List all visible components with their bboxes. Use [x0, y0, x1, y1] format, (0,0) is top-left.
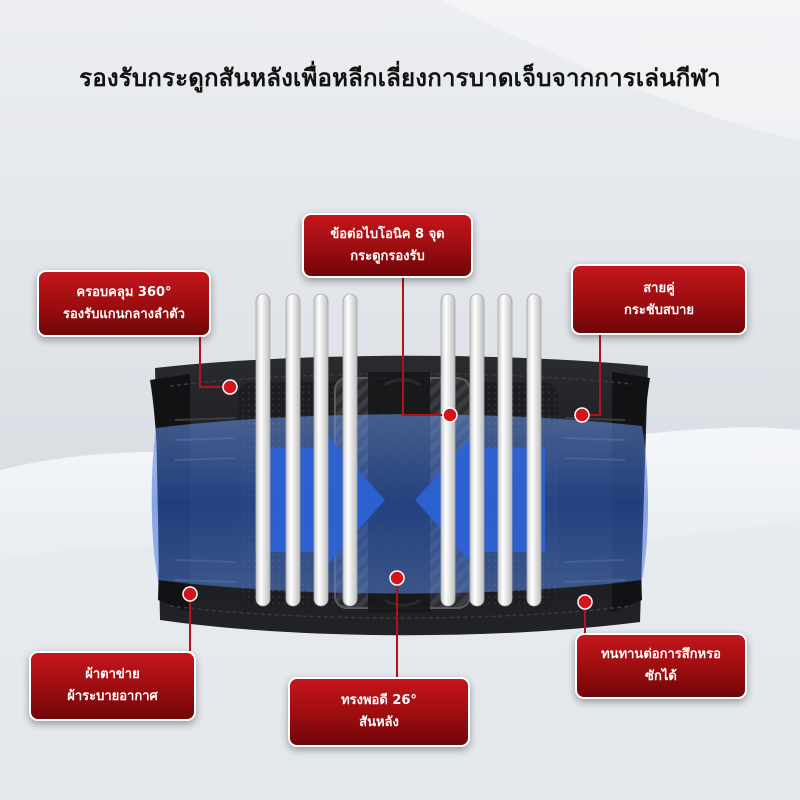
callout-mesh-line2: ผ้าระบายอากาศ — [67, 689, 158, 704]
callout-straps-line1: สายคู่ — [643, 280, 675, 296]
callout-supports-line1: ข้อต่อไบโอนิค 8 จุด — [330, 226, 445, 242]
callout-curve: ทรงพอดี 26° สันหลัง — [288, 677, 470, 747]
callout-supports-line2: กระดูกรองรับ — [350, 248, 425, 264]
callout-coverage: ครอบคลุม 360° รองรับแกนกลางลำตัว — [37, 270, 211, 337]
callout-durable-line1: ทนทานต่อการสึกหรอ — [601, 647, 721, 662]
callout-straps-line2: กระชับสบาย — [623, 302, 694, 318]
callout-durable-line2: ซักได้ — [645, 669, 677, 684]
callout-coverage-line1: ครอบคลุม 360° — [76, 284, 172, 300]
callout-mesh-line1: ผ้าตาข่าย — [85, 667, 140, 682]
callout-coverage-line2: รองรับแกนกลางลำตัว — [62, 306, 185, 322]
callout-curve-line1: ทรงพอดี 26° — [341, 693, 417, 708]
callout-straps: สายคู่ กระชับสบาย — [571, 264, 747, 335]
callout-mesh: ผ้าตาข่าย ผ้าระบายอากาศ — [29, 651, 196, 721]
headline: รองรับกระดูกสันหลังเพื่อหลีกเลี่ยงการบาด… — [79, 64, 721, 92]
callout-supports: ข้อต่อไบโอนิค 8 จุด กระดูกรองรับ — [302, 213, 473, 278]
callout-curve-line2: สันหลัง — [359, 715, 399, 730]
callout-durable: ทนทานต่อการสึกหรอ ซักได้ — [575, 633, 747, 699]
